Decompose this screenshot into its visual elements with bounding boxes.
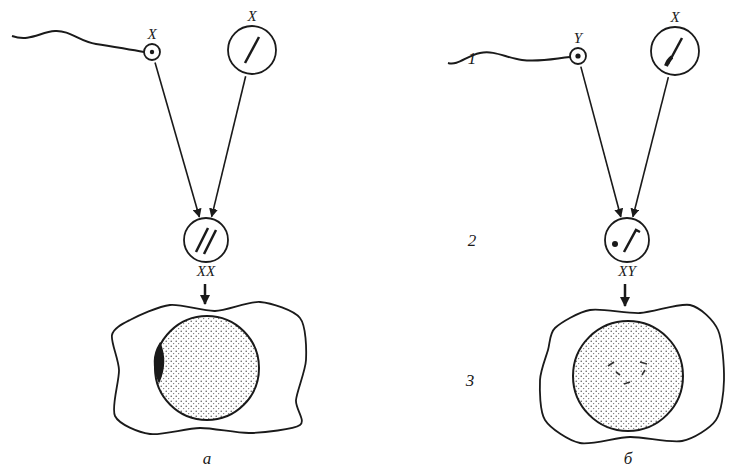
development-arrow <box>624 284 627 306</box>
cell-outline <box>143 43 161 61</box>
cell-outline <box>228 26 276 74</box>
sperm-cell: X <box>143 26 161 61</box>
column-letter: б <box>624 450 633 467</box>
cell-outline <box>112 302 306 434</box>
sperm-cell: Y <box>569 30 587 65</box>
row-number: 1 <box>468 50 477 67</box>
chromosome-label: X <box>145 26 158 43</box>
cell-outline <box>604 217 650 263</box>
cell-outline <box>227 25 277 75</box>
cell-outline <box>540 305 724 444</box>
egg-cell: X <box>227 8 277 75</box>
x-chromosome <box>624 230 640 252</box>
row-number: 3 <box>466 372 475 389</box>
x-chromosome <box>204 230 216 254</box>
cell-outline <box>184 218 228 262</box>
development-arrow <box>204 284 207 304</box>
y-chromosome <box>612 241 618 247</box>
zygote: XX <box>183 217 229 280</box>
cell-outline <box>650 26 700 76</box>
sperm-chromosome <box>150 50 154 54</box>
cell-outline <box>569 47 587 65</box>
chromatin <box>608 362 647 384</box>
nucleus <box>573 321 683 431</box>
cell-outline <box>570 48 586 64</box>
sperm-tail <box>448 52 570 63</box>
row-number: 2 <box>468 232 477 249</box>
chromosome-label: XX <box>195 263 217 280</box>
chromosome-label: X <box>245 8 258 25</box>
sperm-chromosome <box>575 53 580 58</box>
chromosome-label: Y <box>572 30 584 47</box>
zygote: XY <box>604 217 650 280</box>
fertilization-arrow <box>633 77 668 217</box>
nucleus <box>155 316 259 420</box>
x-chromosome <box>245 37 259 63</box>
barr-body <box>155 344 164 381</box>
column-letter: а <box>203 450 212 467</box>
cell-outline <box>605 218 649 262</box>
x-chromosome <box>666 57 672 66</box>
chromosome-label: X <box>668 9 681 26</box>
fertilization-arrow <box>581 67 621 217</box>
cell-outline <box>144 44 160 60</box>
sperm-tail <box>12 31 144 52</box>
cell-outline <box>183 217 229 263</box>
fertilization-arrow <box>155 63 199 217</box>
chromosome-label: XY <box>616 263 638 280</box>
egg-cell: X <box>650 9 700 76</box>
fertilization-arrow <box>212 76 246 216</box>
cell-outline <box>651 27 699 75</box>
